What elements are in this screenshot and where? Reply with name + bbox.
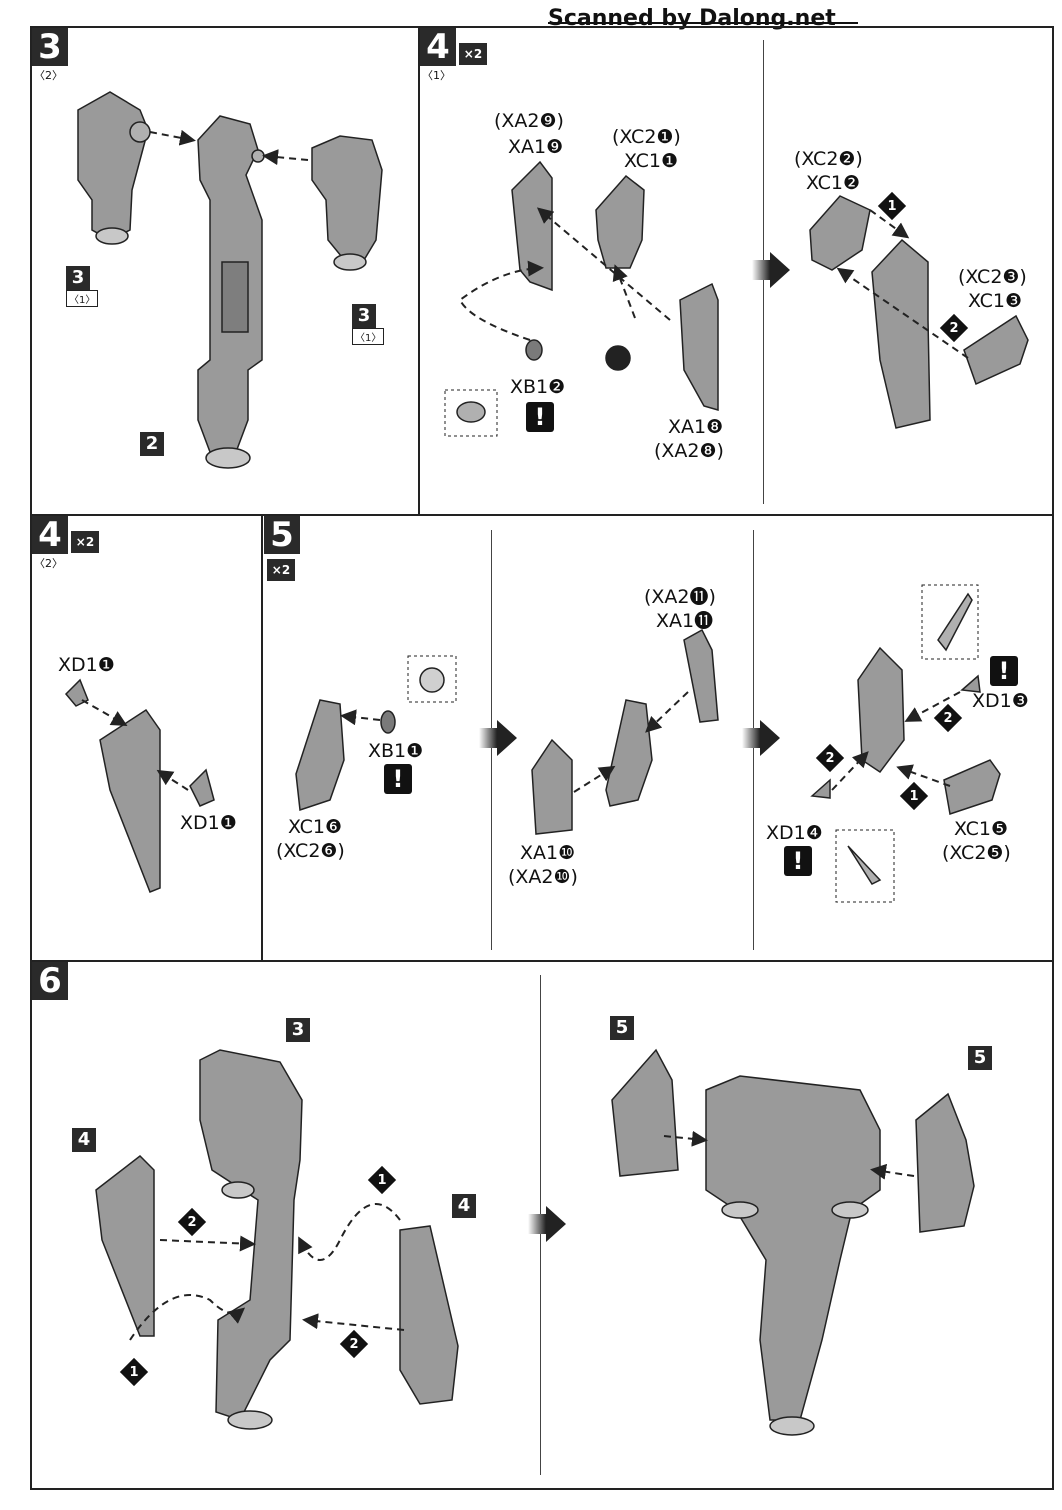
part-tag-5: 5: [610, 1016, 634, 1040]
label-xd1-1: XD1❶: [58, 654, 115, 676]
label-xc1-2: XC1❷: [806, 172, 861, 194]
label-xa1-9: XA1❾: [508, 136, 564, 158]
step6-leg-panel-left: [95, 1155, 155, 1337]
step-4b-number: 4: [32, 516, 68, 554]
label-xa2-10: (XA2❿): [508, 866, 578, 888]
step5-xd1-4-tab: [810, 778, 831, 799]
sequence-number: 1: [377, 1173, 387, 1188]
sequence-number: 2: [187, 1215, 197, 1230]
step4a-xc1-part: [595, 174, 645, 269]
step4a-assembled-block: [871, 238, 931, 429]
step5-xc1-5-plate: [943, 759, 1001, 815]
part-tag-4: 4: [72, 1128, 96, 1152]
label-xc1-3: XC1❸: [968, 290, 1023, 312]
label-xd1-3: XD1❸: [972, 690, 1029, 712]
step5-xa1-10-plate: [531, 738, 573, 835]
step-3-sub: 〈2〉: [34, 69, 63, 82]
sequence-number: 2: [825, 751, 835, 766]
step-4a-multiplier: ×2: [458, 42, 488, 66]
step3-right-leg: [311, 135, 383, 271]
step-5-number: 5: [264, 516, 300, 554]
step3-torso: [197, 115, 265, 469]
label-xd1-4: XD1❹: [766, 822, 823, 844]
step-4a-number: 4: [420, 28, 456, 66]
label-xd1-1: XD1❶: [180, 812, 237, 834]
part-tag-3-sub: 〈1〉: [352, 328, 385, 345]
warning-icon: !: [990, 656, 1018, 686]
step5-xa1-11-plate: [683, 628, 719, 723]
step4a-xc1-3-plate: [963, 314, 1029, 386]
sequence-number: 2: [943, 711, 953, 726]
sequence-number: 1: [887, 199, 897, 214]
flow-arrow-4a: [752, 252, 790, 288]
warning-icon: !: [526, 402, 554, 432]
step6-final-body: [705, 1075, 881, 1436]
sequence-number: 1: [909, 789, 919, 804]
label-xc1-1: XC1❶: [624, 150, 679, 172]
part-tag-2: 2: [140, 432, 164, 456]
step-3-number: 3: [32, 28, 68, 66]
flow-arrow-5b: [742, 720, 780, 756]
label-xc2-3: (XC2❸): [958, 266, 1027, 288]
part-tag-3: 3: [286, 1018, 310, 1042]
label-xc2-1: (XC2❶): [612, 126, 681, 148]
part-tag-3: 3: [352, 304, 376, 328]
step6-panel-5-right: [915, 1092, 975, 1233]
step4b-xd1-1-side: [189, 768, 215, 807]
label-xb1-2: XB1❷: [510, 376, 566, 398]
part-tag-5: 5: [968, 1046, 992, 1070]
part-tag-3: 3: [66, 266, 90, 290]
label-xc1-6: XC1❻: [288, 816, 343, 838]
step4a-xa1-8-plate: [679, 282, 719, 411]
step-6-number: 6: [32, 962, 68, 1000]
step5-final-block: [857, 646, 905, 774]
row-divider-1: [30, 514, 1052, 516]
warning-icon: !: [784, 846, 812, 876]
step4a-xc1-2-part: [809, 195, 871, 271]
step-5-multiplier: ×2: [266, 558, 296, 582]
warning-icon: !: [384, 764, 412, 794]
sequence-number: 2: [949, 321, 959, 336]
step-4b-multiplier: ×2: [70, 530, 100, 554]
step5-xd1-3-tab: [960, 674, 981, 693]
step6-panel-5-left: [611, 1048, 679, 1177]
label-xa1-10: XA1❿: [520, 842, 576, 864]
label-xc2-6: (XC2❻): [276, 840, 345, 862]
col-divider-4b-5: [261, 515, 263, 961]
label-xa2-11: (XA2⓫): [644, 586, 716, 608]
label-xc2-2: (XC2❷): [794, 148, 863, 170]
instruction-sheet: [30, 26, 1054, 1490]
step-4b-sub: 〈2〉: [34, 557, 63, 570]
step4a-xb1-2-pin: [525, 339, 543, 361]
label-xc2-5: (XC2❺): [942, 842, 1011, 864]
step5-xb1-1-pin: [380, 710, 396, 734]
label-xb1-1: XB1❶: [368, 740, 424, 762]
step3-left-leg: [77, 91, 151, 245]
step4b-main-block: [99, 708, 161, 893]
col-divider-3-4: [418, 26, 420, 515]
step5-xc1-6-frame: [295, 699, 345, 812]
part-tag-3-sub: 〈1〉: [66, 290, 99, 307]
label-xa1-11: XA1⓫: [656, 610, 714, 632]
flow-arrow-5a: [479, 720, 517, 756]
watermark-underline: [548, 22, 858, 24]
step-4a-sub: 〈1〉: [422, 69, 451, 82]
sequence-number: 1: [129, 1365, 139, 1380]
label-xa1-8: XA1❽: [668, 416, 724, 438]
step6-left-body: [199, 1049, 303, 1430]
flow-arrow-6: [528, 1206, 566, 1242]
label-xc1-5: XC1❺: [954, 818, 1009, 840]
step5-mid-frame: [605, 699, 653, 807]
row-divider-2: [30, 960, 1052, 962]
label-xa2-8: (XA2❽): [654, 440, 724, 462]
label-xa2-9: (XA2❾): [494, 110, 564, 132]
part-tag-4: 4: [452, 1194, 476, 1218]
step6-leg-panel-right: [399, 1225, 459, 1405]
sequence-number: 2: [349, 1337, 359, 1352]
